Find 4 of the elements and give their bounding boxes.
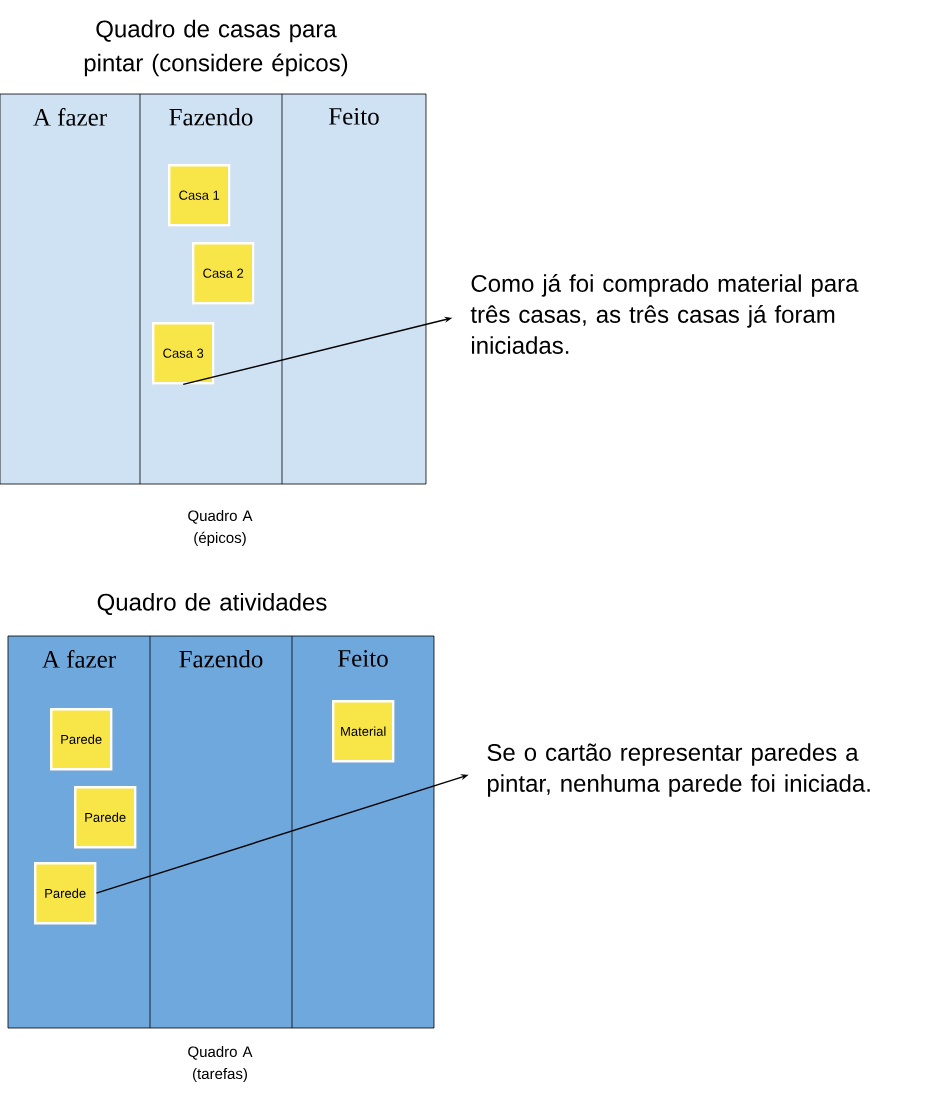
note-text: Se o cartão representar paredes a pintar, nenhuma parede foi iniciada. — [487, 743, 870, 797]
board-title: Quadro de atividades — [97, 593, 327, 615]
note-text: Como já foi comprado material para três casas, as três casas já foram iniciadas. — [470, 274, 859, 354]
board-title: Quadro de casas para pintar (considere épicos) — [84, 19, 348, 77]
